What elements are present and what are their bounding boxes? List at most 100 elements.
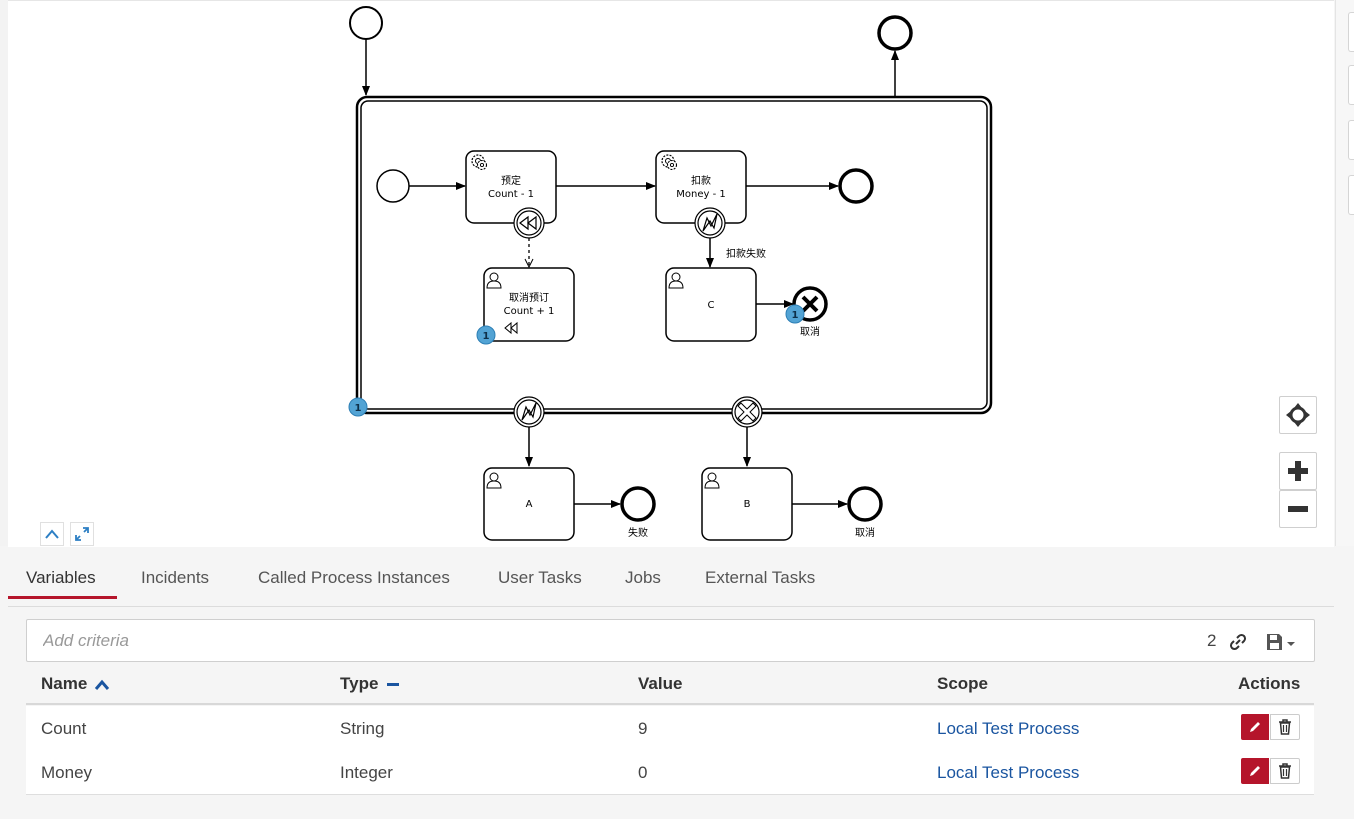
variable-name: Count (41, 719, 87, 738)
column-header-value[interactable]: Value (638, 674, 683, 693)
rail-tab[interactable] (1348, 175, 1354, 215)
subprocess-cancel-boundary-event[interactable] (731, 396, 763, 428)
header-label: Type (340, 674, 379, 693)
token-badge: 1 (476, 325, 496, 345)
rail-tab[interactable] (1348, 120, 1354, 160)
save-search-dropdown-icon[interactable] (1265, 632, 1301, 652)
error-boundary-event[interactable] (694, 207, 726, 239)
task-label: 取消预订 (509, 291, 549, 304)
rail-tab[interactable] (1348, 65, 1354, 105)
user-task-a[interactable]: A (483, 467, 575, 541)
badge-count: 1 (483, 331, 490, 342)
collapse-panel-button[interactable] (40, 522, 64, 546)
tab-external-tasks[interactable]: External Tasks (705, 568, 816, 587)
trash-icon (1279, 719, 1291, 735)
tab-jobs[interactable]: Jobs (625, 568, 661, 587)
transaction-subprocess[interactable] (355, 95, 993, 415)
crosshair-icon (1286, 403, 1310, 427)
detail-tabs: Variables Incidents Called Process Insta… (8, 548, 1334, 607)
column-header-type[interactable]: Type (340, 674, 400, 694)
task-label: C (708, 300, 715, 311)
tab-called-process-instances[interactable]: Called Process Instances (258, 568, 450, 587)
chevron-up-icon (45, 529, 59, 539)
event-label: 取消 (800, 325, 820, 338)
cancel-end-event-2[interactable] (847, 486, 883, 522)
expand-icon (75, 527, 89, 541)
column-header-actions: Actions (1238, 674, 1301, 693)
start-event[interactable] (349, 6, 383, 40)
inner-end-event[interactable] (838, 168, 874, 204)
cancel-icon (801, 295, 819, 313)
scope-link[interactable]: Local Test Process (937, 719, 1080, 738)
table-row: Count String 9 Local Test Process (26, 706, 1314, 751)
inner-start-event[interactable] (376, 169, 410, 203)
column-header-name[interactable]: Name (41, 674, 110, 694)
token-badge: 1 (785, 304, 805, 324)
minus-icon (1288, 506, 1308, 512)
plus-icon (1288, 461, 1308, 481)
task-label: A (526, 499, 533, 510)
cancel-icon (737, 402, 757, 422)
user-icon (668, 272, 684, 289)
result-count: 2 (1207, 631, 1217, 650)
user-task-cancel-booking[interactable]: 取消预订 Count + 1 (483, 267, 575, 342)
variable-value[interactable]: 9 (638, 719, 648, 738)
search-bar: 2 (26, 619, 1315, 662)
user-task-c[interactable]: C (665, 267, 757, 342)
tab-variables[interactable]: Variables (26, 568, 96, 587)
user-icon (486, 472, 502, 489)
badge-count: 1 (355, 403, 362, 414)
task-label: B (744, 499, 751, 510)
link-icon[interactable] (1228, 632, 1248, 652)
tab-incidents[interactable]: Incidents (141, 568, 210, 587)
user-task-b[interactable]: B (701, 467, 793, 541)
delete-button[interactable] (1270, 758, 1300, 784)
edit-button[interactable] (1241, 758, 1269, 784)
badge-count: 1 (792, 310, 799, 321)
variable-type: Integer (340, 763, 393, 782)
zoom-out-button[interactable] (1279, 490, 1317, 528)
column-header-scope[interactable]: Scope (937, 674, 989, 693)
flow-label: 扣款失败 (726, 247, 766, 260)
search-input[interactable] (41, 630, 945, 652)
error-icon (521, 402, 537, 421)
rail-tab[interactable] (1348, 12, 1354, 52)
delete-button[interactable] (1270, 714, 1300, 740)
edit-button[interactable] (1241, 714, 1269, 740)
sort-ascending-icon (94, 679, 110, 690)
service-task-deduct[interactable]: 扣款 Money - 1 (655, 150, 747, 224)
trash-icon (1279, 763, 1291, 779)
variable-type: String (340, 719, 385, 738)
task-label: 扣款 (691, 174, 711, 187)
gear-icon (661, 154, 678, 171)
task-label: Count + 1 (504, 306, 555, 317)
header-divider (26, 703, 1314, 705)
zoom-in-button[interactable] (1279, 452, 1317, 490)
bpmn-diagram: 预定 Count - 1 扣款 Money - 1 取消预订 Count + 1 (348, 6, 993, 541)
task-label: Money - 1 (676, 189, 725, 200)
scope-link[interactable]: Local Test Process (937, 763, 1080, 782)
error-icon (702, 213, 718, 232)
variable-name: Money (41, 763, 93, 782)
fail-end-event[interactable] (620, 486, 656, 522)
compensation-boundary-event[interactable] (513, 207, 545, 239)
right-sidebar-rail (1335, 0, 1354, 546)
table-row: Money Integer 0 Local Test Process (26, 750, 1314, 795)
task-label: 预定 (501, 174, 521, 187)
subprocess-error-boundary-event[interactable] (513, 396, 545, 428)
event-label: 失败 (628, 526, 648, 539)
rewind-icon (519, 215, 537, 231)
reset-zoom-button[interactable] (1279, 396, 1317, 434)
active-tab-indicator (8, 596, 117, 599)
compensation-marker-icon (504, 321, 518, 335)
service-task-book[interactable]: 预定 Count - 1 (465, 150, 557, 224)
maximize-button[interactable] (70, 522, 94, 546)
left-gutter (0, 0, 8, 546)
sort-none-icon (387, 682, 400, 686)
tab-user-tasks[interactable]: User Tasks (498, 568, 582, 587)
variable-value[interactable]: 0 (638, 763, 648, 782)
task-label: Count - 1 (488, 189, 534, 200)
end-event[interactable] (877, 15, 913, 51)
event-label: 取消 (855, 526, 875, 539)
gear-icon (471, 154, 488, 171)
